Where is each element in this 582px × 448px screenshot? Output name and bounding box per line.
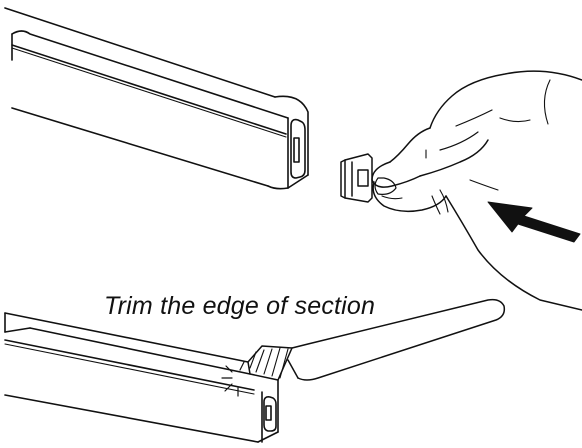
bottom-channel-profile [4,312,279,443]
trim-knife [247,298,506,381]
cut-spark-icon [221,361,245,397]
push-arrow-icon [487,201,581,243]
end-cap [340,153,373,203]
instruction-caption: Trim the edge of section [104,292,376,320]
top-channel-profile [4,7,309,190]
hand-icon [371,70,582,311]
